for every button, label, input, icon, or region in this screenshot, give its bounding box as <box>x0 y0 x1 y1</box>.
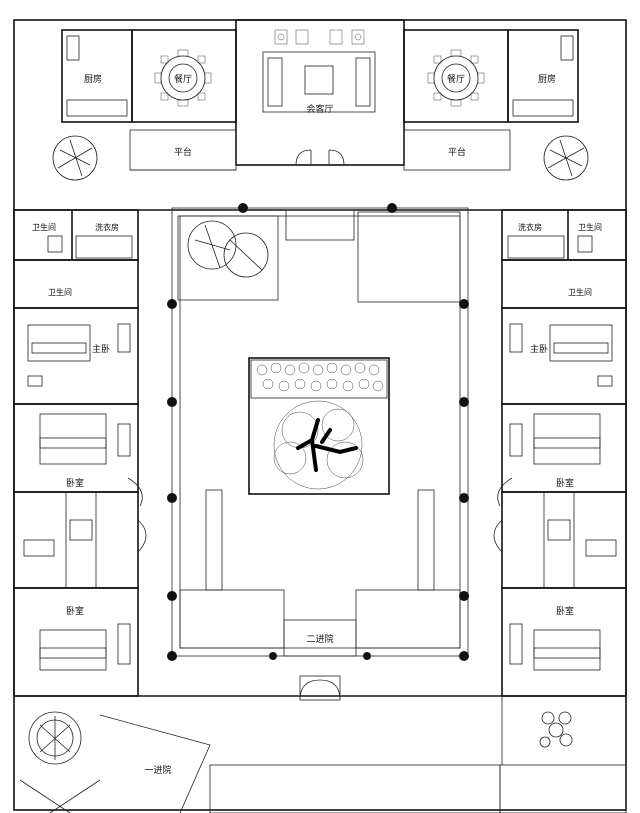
courtyard-tree-icon <box>273 400 364 490</box>
rock-garden-icon <box>539 711 573 748</box>
dining-table-right-icon <box>427 49 485 107</box>
master-right-label: 主卧 <box>530 343 548 355</box>
laundry-left-label: 洗衣房 <box>95 222 119 232</box>
north-wing <box>61 19 579 171</box>
kitchen-right-room <box>507 29 579 123</box>
room-labels: 厨房 餐厅 会客厅 餐厅 厨房 平台 平台 卫生间 洗衣房 洗衣房 卫生间 卫生… <box>32 73 602 776</box>
master-left-label: 主卧 <box>92 343 110 355</box>
tree-left-icon <box>52 135 98 181</box>
bedroom-right-2-label: 卧室 <box>556 605 574 617</box>
terrace-right-area <box>403 129 511 171</box>
bedroom-left-2-room <box>13 587 139 697</box>
second-courtyard-label: 二进院 <box>306 633 333 645</box>
terrace-left-label: 平台 <box>174 146 192 158</box>
living-hall-room <box>235 19 405 166</box>
dining-right-label: 餐厅 <box>447 73 465 85</box>
kitchen-right-label: 厨房 <box>538 73 556 85</box>
bathroom-right-2-label: 卫生间 <box>568 287 592 297</box>
first-courtyard-label: 一进院 <box>144 764 171 776</box>
dining-left-label: 餐厅 <box>174 73 192 85</box>
garden-bed <box>248 357 390 495</box>
south-entrance <box>19 675 627 813</box>
bathroom-right-1-label: 卫生间 <box>578 222 602 232</box>
master-right-room <box>501 307 627 405</box>
plant-icon <box>187 220 269 278</box>
bedroom-right-2-room <box>501 587 627 697</box>
bathroom-left-2-label: 卫生间 <box>48 287 72 297</box>
sofa-set-icon <box>262 29 376 113</box>
tree-southwest-icon <box>28 711 82 765</box>
bedroom-left-2-label: 卧室 <box>66 605 84 617</box>
laundry-right-label: 洗衣房 <box>518 222 542 232</box>
bathroom-left-1-label: 卫生间 <box>32 222 56 232</box>
bedroom-right-1-label: 卧室 <box>556 477 574 489</box>
east-wing <box>493 209 627 697</box>
west-wing <box>13 209 147 697</box>
tree-right-icon <box>543 135 589 181</box>
bedroom-left-1-label: 卧室 <box>66 477 84 489</box>
kitchen-left-label: 厨房 <box>84 73 102 85</box>
master-left-room <box>13 307 139 405</box>
dining-table-left-icon <box>154 49 212 107</box>
central-courtyard <box>167 203 469 661</box>
terrace-right-label: 平台 <box>448 146 466 158</box>
living-hall-label: 会客厅 <box>306 103 333 115</box>
